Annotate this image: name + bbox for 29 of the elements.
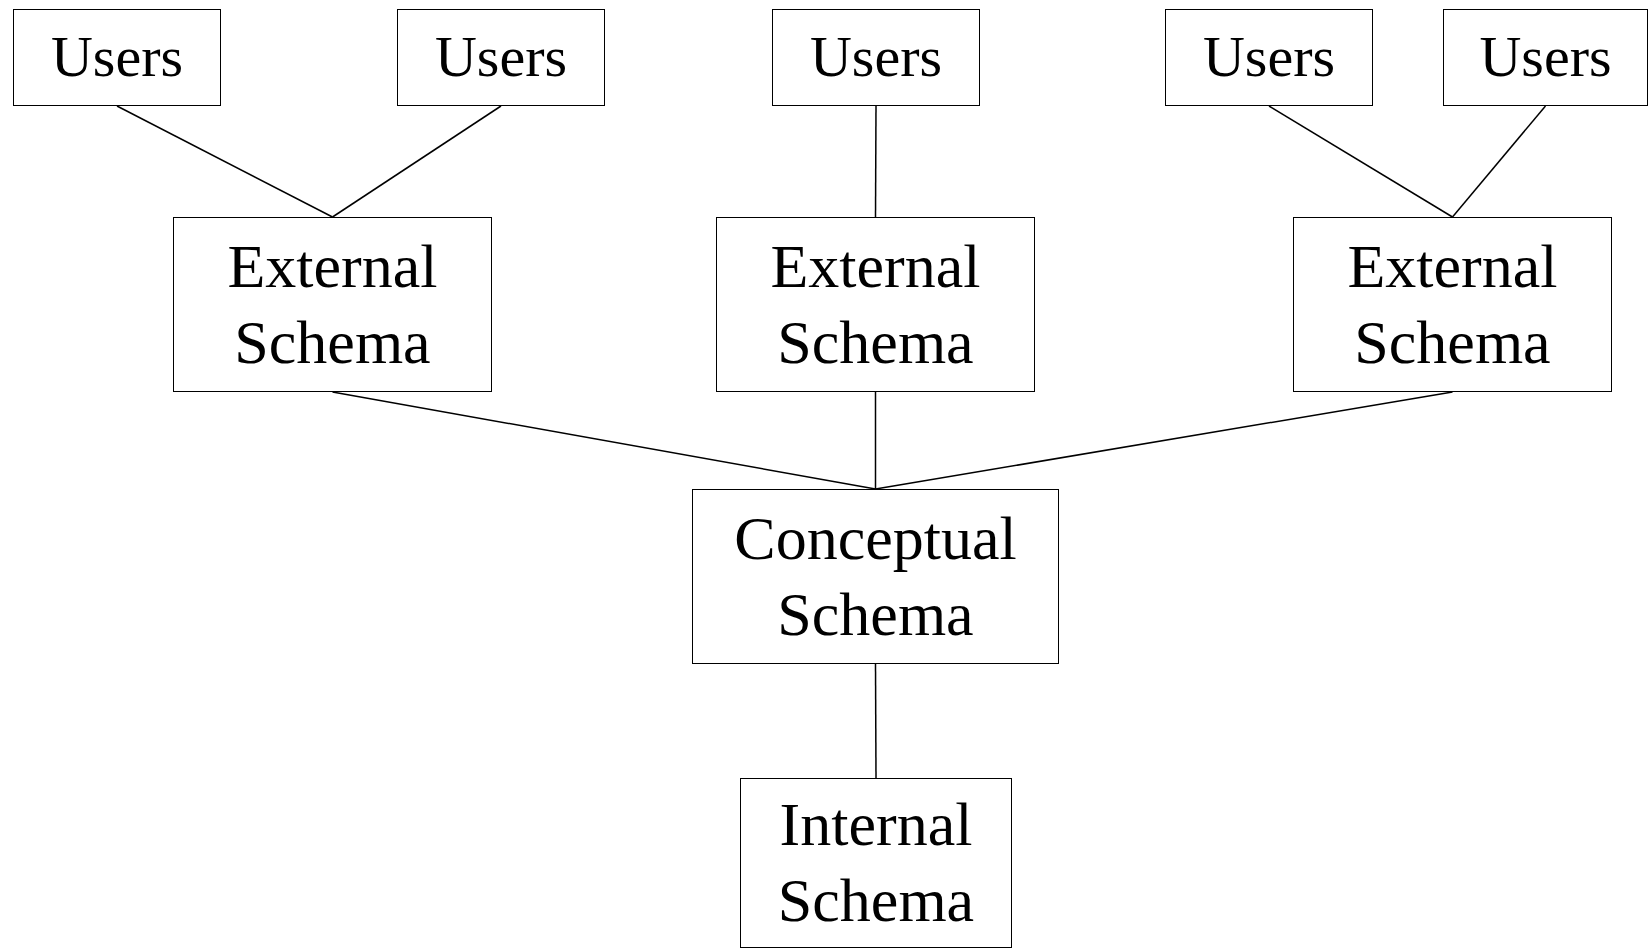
connector-line [874,391,1454,490]
box-label: Users [1479,23,1612,92]
connector-line [874,105,877,218]
connector-line [1451,105,1547,218]
box-label: External Schema [769,230,982,378]
box-label: Users [50,23,184,92]
schema-box [1443,9,1648,106]
schema-box [397,9,605,106]
connector-line [116,105,334,218]
schema-box [13,9,221,106]
connector-line [874,663,877,779]
box-label: External Schema [1346,230,1559,378]
box-label: Users [809,23,943,92]
connector-line [1268,105,1454,218]
connector-line [331,391,877,490]
connector-line [331,105,502,218]
connector-line [874,391,877,490]
box-label: Internal Schema [776,789,976,936]
box-label: External Schema [226,230,439,378]
schema-box [772,9,980,106]
schema-box [173,217,492,392]
schema-box [716,217,1035,392]
box-label: Users [1202,23,1336,92]
box-label: Conceptual Schema [733,502,1018,650]
schema-box [1165,9,1373,106]
schema-box [692,489,1059,664]
schema-box [740,778,1012,948]
schema-box [1293,217,1612,392]
box-label: Users [434,23,568,92]
